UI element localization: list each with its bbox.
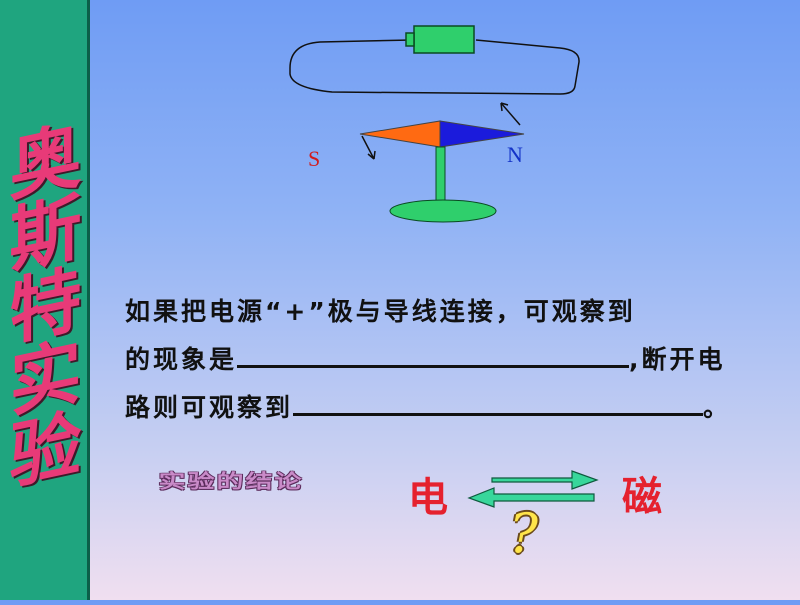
arrow-left-icon — [467, 487, 595, 508]
stand-base-icon — [389, 199, 497, 223]
answer-blank-1[interactable] — [237, 341, 630, 368]
battery-terminal-icon — [405, 32, 415, 47]
question-text: 如果把电源“+”极与导线连接，可观察到 的现象是 ,断开电 路则可观察到 。 — [125, 288, 790, 432]
needle-s-label: S — [308, 146, 321, 171]
deflection-arrow-icon — [361, 135, 375, 160]
magnetism-word: 磁 — [622, 473, 662, 520]
needle-n-label: N — [507, 142, 523, 167]
question-line-2-suffix: ,断开电 — [629, 345, 726, 374]
question-line-2-prefix: 的现象是 — [125, 345, 238, 374]
current-arrow-icon — [500, 102, 521, 126]
electricity-word: 电 — [408, 475, 448, 521]
conclusion-label: 实验的结论 — [158, 470, 304, 493]
question-line-2: 的现象是 ,断开电 — [125, 336, 790, 384]
wire — [289, 39, 580, 95]
needle-north-icon — [439, 120, 525, 148]
question-line-3-prefix: 路则可观察到 — [125, 393, 294, 422]
sidebar: 奥斯特实验 — [0, 0, 90, 600]
needle-south-icon — [359, 120, 441, 148]
answer-blank-2[interactable] — [293, 389, 704, 416]
needle-stand-icon — [435, 146, 446, 204]
arrow-right-icon — [491, 470, 599, 490]
question-line-1: 如果把电源“+”极与导线连接，可观察到 — [125, 297, 636, 326]
question-line-3-suffix: 。 — [703, 393, 732, 422]
question-line-3: 路则可观察到 。 — [125, 384, 790, 432]
battery-icon — [413, 25, 475, 54]
question-mark: ? — [509, 502, 538, 565]
